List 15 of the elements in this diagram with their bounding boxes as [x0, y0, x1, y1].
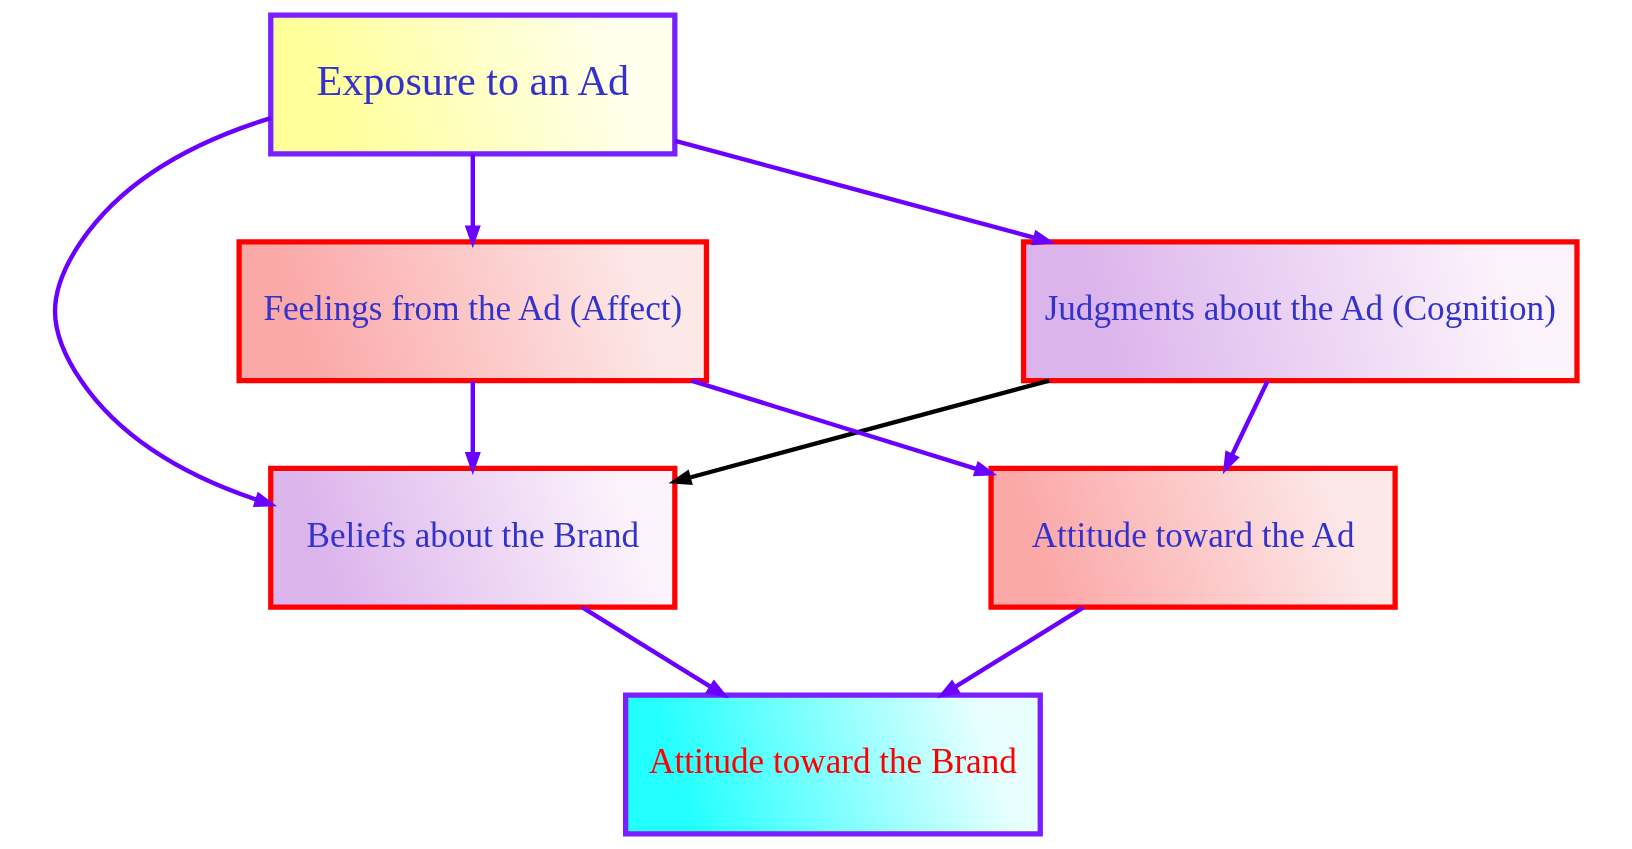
arrow	[668, 378, 1050, 486]
arrow	[936, 605, 1085, 699]
node-box: Feelings from the Ad (Affect)	[236, 239, 710, 384]
node-box: Exposure to an Ad	[268, 12, 678, 157]
arrow	[464, 381, 481, 475]
arrow	[581, 605, 729, 699]
arrow	[690, 378, 998, 477]
node-box: Judgments about the Ad (Cognition)	[1020, 239, 1580, 384]
arrow	[674, 138, 1056, 246]
node-box: Beliefs about the Brand	[268, 465, 678, 610]
node-box: Attitude toward the Ad	[988, 465, 1398, 610]
arrow	[53, 116, 278, 507]
node-box: Attitude toward the Brand	[623, 692, 1043, 837]
arrow	[464, 154, 481, 249]
arrow	[1222, 380, 1270, 475]
